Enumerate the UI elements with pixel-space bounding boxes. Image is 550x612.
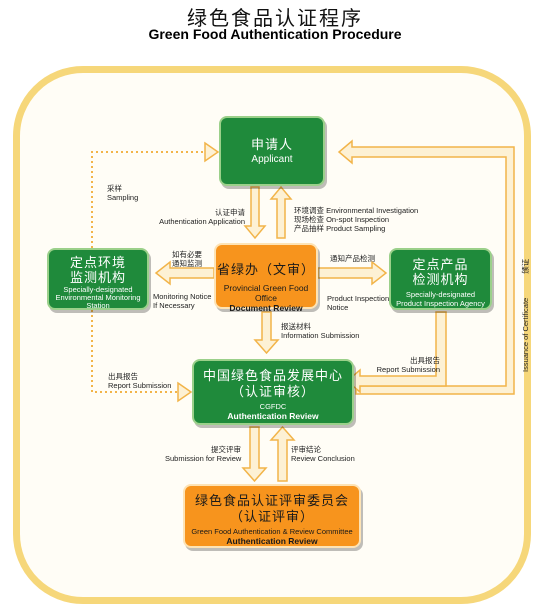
issuance-arrow (337, 139, 515, 395)
inspection-labels: 环境调查 Environmental Investigation 现场检查 On… (294, 206, 418, 233)
product-sampling-en: Product Sampling (326, 224, 386, 233)
committee-node: 绿色食品认证评审委员会 （认证评审） Green Food Authentica… (183, 484, 361, 548)
cgfdc-node: 中国绿色食品发展中心 （认证审核） CGFDC Authentication R… (192, 359, 354, 425)
cgfdc-en-bold: Authentication Review (227, 411, 319, 421)
report-right-en: Report Submission (376, 365, 440, 374)
env-station-en-3: Station (86, 301, 110, 310)
committee-cn-2: （认证评审） (229, 510, 314, 525)
committee-cn-1: 绿色食品认证评审委员会 (194, 494, 349, 509)
provincial-office-cn: 省绿办（文审） (216, 263, 315, 278)
title-english: Green Food Authentication Procedure (148, 26, 402, 42)
review-conclusion-cn: 评审结论 (291, 445, 321, 454)
product-agency-cn-2: 检测机构 (412, 273, 469, 288)
submission-review-label: 提交评审 Submission for Review (165, 445, 241, 463)
title-chinese: 绿色食品认证程序 (187, 6, 363, 30)
env-investigation-cn: 环境调查 (294, 206, 324, 215)
product-sampling-cn: 产品抽样 (294, 224, 324, 233)
report-left-en: Report Submission (108, 381, 172, 390)
cgfdc-cn-1: 中国绿色食品发展中心 (202, 369, 343, 384)
provincial-office-node: 省绿办（文审） Provincial Green Food Office Doc… (214, 243, 318, 313)
product-notice-en-1: Product Inspection (327, 294, 390, 303)
info-submission-label: 报送材料 Information Submission (281, 322, 359, 340)
env-station-en-1: Specially-designated (63, 285, 133, 294)
submission-review-cn: 提交评审 (211, 445, 241, 454)
applicant-node: 申请人 Applicant (219, 116, 325, 186)
product-agency-cn-1: 定点产品 (412, 258, 469, 273)
monitoring-notice-en-1: Monitoring Notice (153, 292, 212, 301)
monitoring-notice-cn-label: 如有必要 通知监测 (172, 250, 202, 268)
auth-application-cn: 认证申请 (215, 208, 245, 217)
monitoring-notice-cn-2: 通知监测 (172, 259, 202, 268)
review-conclusion-en: Review Conclusion (291, 454, 355, 463)
env-report-arrowhead (177, 381, 193, 403)
issuance-label: Issuance of Certificate 颁证 (520, 259, 531, 372)
product-notice-arrow (317, 260, 388, 286)
sampling-path (91, 151, 205, 248)
review-conclusion-arrow (269, 425, 296, 482)
product-notice-en-2: Notice (327, 303, 349, 312)
auth-application-label: 认证申请 Authentication Application (156, 208, 245, 226)
monitoring-notice-en-2: If Necessary (153, 301, 195, 310)
product-agency-en-1: Specially-designated (405, 290, 476, 299)
report-right-cn: 出具报告 (410, 356, 440, 365)
info-submission-cn: 报送材料 (281, 322, 311, 331)
auth-application-en: Authentication Application (159, 217, 245, 226)
issuance-cn: 颁证 (521, 258, 530, 274)
onspot-inspection-en: On-spot Inspection (326, 215, 390, 224)
submission-review-en: Submission for Review (165, 454, 242, 463)
sampling-label-cn: 采样 (107, 184, 122, 193)
monitoring-notice-en-label: Monitoring Notice If Necessary (153, 292, 211, 310)
submission-review-arrow (241, 426, 268, 483)
applicant-en: Applicant (251, 154, 293, 165)
committee-en: Green Food Authentication & Review Commi… (191, 527, 353, 536)
committee-en-bold: Authentication Review (226, 536, 318, 546)
applicant-cn: 申请人 (250, 138, 293, 153)
provincial-office-en-bold: Document Review (229, 303, 303, 313)
sampling-label: 采样 Sampling (107, 184, 138, 202)
monitoring-notice-arrow (154, 260, 215, 286)
env-station-node: 定点环境 监测机构 Specially-designated Environme… (47, 248, 149, 310)
info-submission-arrow (253, 311, 280, 355)
onspot-inspection-cn: 现场检查 (294, 215, 324, 224)
monitoring-notice-cn-1: 如有必要 (172, 250, 202, 259)
report-submission-right-label: 出具报告 Report Submission (372, 356, 440, 374)
application-arrow-down (243, 186, 267, 240)
inspection-arrow-up (269, 185, 293, 239)
provincial-office-en: Provincial Green Food Office (223, 283, 309, 303)
product-notice-en-label: Product Inspection Notice (327, 294, 389, 312)
sampling-arrowhead (204, 141, 220, 163)
env-station-cn-1: 定点环境 (69, 256, 126, 271)
cgfdc-cn-2: （认证审核） (230, 385, 315, 400)
sampling-label-en: Sampling (107, 193, 139, 202)
product-notice-cn-label: 通知产品检测 (330, 254, 375, 263)
env-investigation-en: Environmental Investigation (326, 206, 419, 215)
env-station-en-2: Environmental Monitoring (55, 293, 141, 302)
report-left-cn: 出具报告 (108, 372, 138, 381)
product-notice-cn: 通知产品检测 (330, 254, 375, 263)
report-submission-left-label: 出具报告 Report Submission (108, 372, 171, 390)
env-report-path (91, 310, 178, 393)
product-agency-node: 定点产品 检测机构 Specially-designated Product I… (389, 248, 492, 310)
env-station-cn-2: 监测机构 (69, 271, 126, 286)
cgfdc-en: CGFDC (259, 402, 287, 411)
info-submission-en: Information Submission (281, 331, 360, 340)
issuance-en: Issuance of Certificate (521, 297, 530, 372)
product-agency-en-2: Product Inspection Agency (396, 299, 485, 308)
review-conclusion-label: 评审结论 Review Conclusion (291, 445, 355, 463)
product-report-arrow (345, 311, 447, 394)
